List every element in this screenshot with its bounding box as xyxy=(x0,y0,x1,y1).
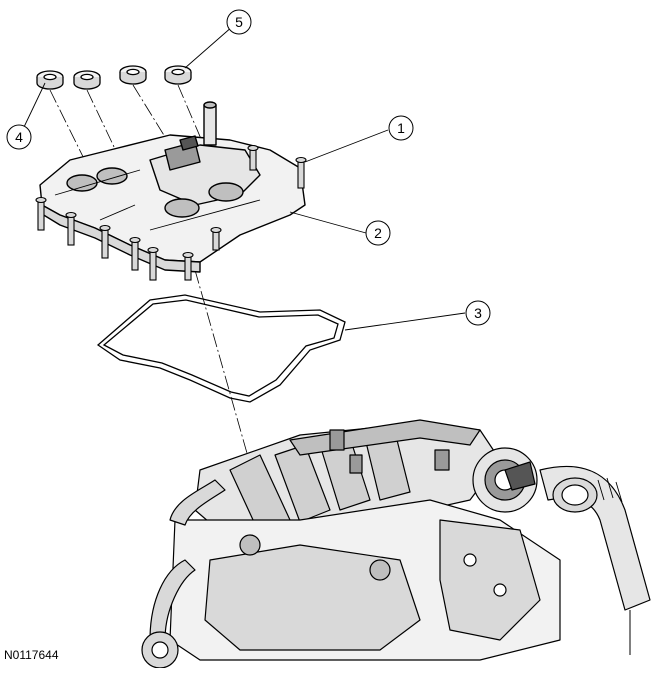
callout-2-circle xyxy=(365,220,391,246)
tube-seal-3 xyxy=(119,65,147,85)
callout-1-circle xyxy=(388,115,414,141)
tube-seal-4 xyxy=(164,65,192,85)
tube-seal-1 xyxy=(36,70,64,90)
callout-3-circle xyxy=(465,300,491,326)
tube-seal-2 xyxy=(73,70,101,90)
callout-labels: 1 2 3 4 5 xyxy=(15,14,482,321)
callout-1-label: 1 xyxy=(397,120,405,136)
valve-cover xyxy=(39,101,306,273)
callout-5-label: 5 xyxy=(235,14,243,30)
tube-seals xyxy=(36,65,192,90)
valve-cover-gasket xyxy=(96,294,346,403)
callout-4-label: 4 xyxy=(15,129,23,145)
callout-3-label: 3 xyxy=(474,305,482,321)
figure-id: N0117644 xyxy=(4,648,59,662)
callout-2-label: 2 xyxy=(374,225,382,241)
callout-4-circle xyxy=(6,124,32,150)
callout-circles xyxy=(6,9,491,326)
cover-bolts xyxy=(35,144,307,281)
callout-leaders xyxy=(23,25,466,331)
engine-assembly xyxy=(141,419,651,669)
callout-5-circle xyxy=(226,9,252,35)
